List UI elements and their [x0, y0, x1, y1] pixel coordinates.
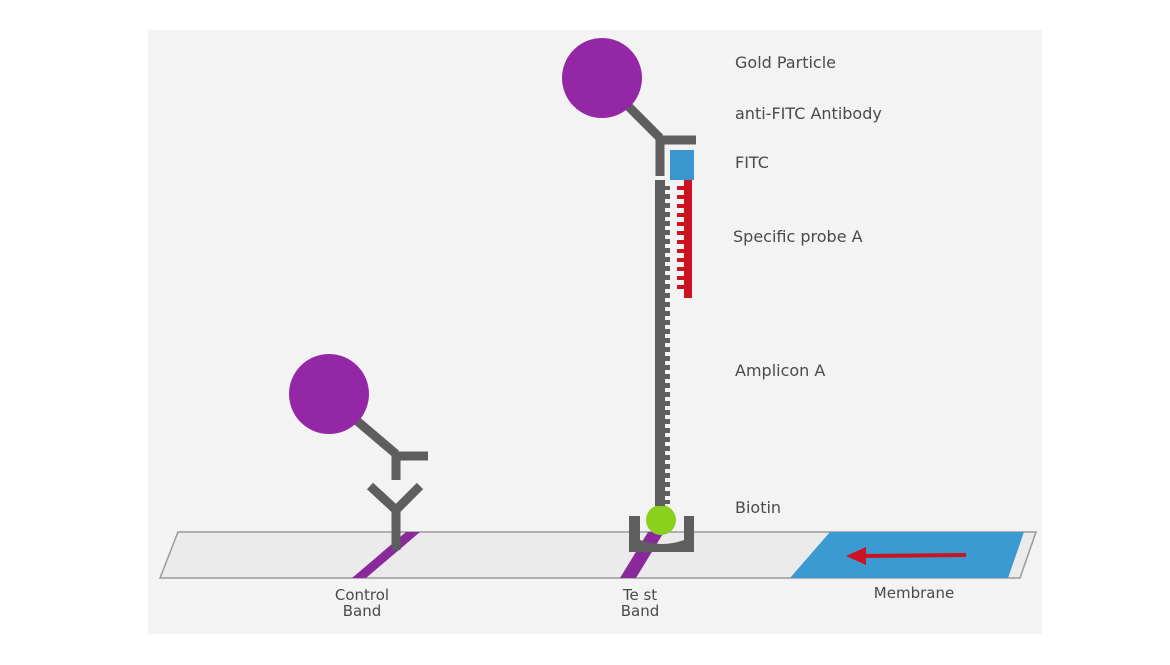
control-band-stripe [352, 532, 420, 578]
amplicon-tick [665, 433, 670, 437]
amplicon-tick [665, 451, 670, 455]
probe-tick [677, 213, 684, 217]
amplicon-tick [665, 316, 670, 320]
probe-tick [677, 186, 684, 190]
label-anti-fitc-antibody: anti-FITC Antibody [735, 104, 882, 123]
anti-fitc-antibody [622, 100, 696, 176]
amplicon-tick [665, 442, 670, 446]
biotin-ball [646, 505, 676, 535]
amplicon-tick [665, 217, 670, 221]
label-control-band-line2: Band [343, 602, 382, 620]
control-gold-antibody [353, 416, 428, 480]
amplicon-tick [665, 235, 670, 239]
label-membrane: Membrane [874, 584, 954, 602]
label-fitc: FITC [735, 153, 769, 172]
amplicon-tick [665, 199, 670, 203]
fitc-square [670, 150, 694, 180]
probe-tick [677, 240, 684, 244]
amplicon-ticks [665, 190, 670, 500]
amplicon-tick [665, 397, 670, 401]
amplicon-tick [665, 424, 670, 428]
probe-tick [677, 285, 684, 289]
control-capture-antibody [366, 482, 424, 550]
amplicon-tick [665, 262, 670, 266]
specific-probe [677, 180, 692, 298]
probe-tick [677, 258, 684, 262]
flow-arrow-shaft [861, 553, 967, 558]
probe-tick [677, 267, 684, 271]
amplicon-tick [665, 244, 670, 248]
streptavidin-cup [629, 516, 694, 552]
test-gold-particle [562, 38, 642, 118]
amplicon-tick [665, 307, 670, 311]
amplicon-tick [665, 280, 670, 284]
amplicon-tick [665, 487, 670, 491]
amplicon-tick [665, 298, 670, 302]
amplicon-tick [665, 271, 670, 275]
amplicon-tick [665, 289, 670, 293]
amplicon-tick [665, 352, 670, 356]
probe-tick [677, 276, 684, 280]
amplicon-tick [665, 325, 670, 329]
probe-tick [677, 249, 684, 253]
amplicon-tick [665, 208, 670, 212]
amplicon-tick [665, 370, 670, 374]
probe-tick [677, 204, 684, 208]
amplicon-tick [665, 253, 670, 257]
amplicon-tick [665, 343, 670, 347]
label-test-band-line1: Te st [622, 586, 657, 604]
probe-tick [677, 195, 684, 199]
amplicon-tick [665, 190, 670, 194]
amplicon-tick [665, 496, 670, 500]
amplicon-tick [665, 334, 670, 338]
label-amplicon: Amplicon A [735, 361, 825, 380]
label-specific-probe: Specific probe A [733, 227, 863, 246]
label-biotin: Biotin [735, 498, 781, 517]
amplicon-tick [665, 361, 670, 365]
amplicon-tick [665, 379, 670, 383]
control-gold-particle [289, 354, 369, 434]
label-gold-particle: Gold Particle [735, 53, 836, 72]
label-test-band-line2: Band [621, 602, 660, 620]
label-control-band-line1: Control [335, 586, 389, 604]
amplicon-tick [665, 460, 670, 464]
probe-tick [677, 222, 684, 226]
amplicon-tick [665, 478, 670, 482]
amplicon-tick [665, 226, 670, 230]
amplicon-tick [665, 388, 670, 392]
flow-arrow-head [846, 547, 866, 565]
amplicon-tick [665, 415, 670, 419]
amplicon-tick [665, 406, 670, 410]
amplicon-tick [665, 469, 670, 473]
probe-tick [677, 231, 684, 235]
